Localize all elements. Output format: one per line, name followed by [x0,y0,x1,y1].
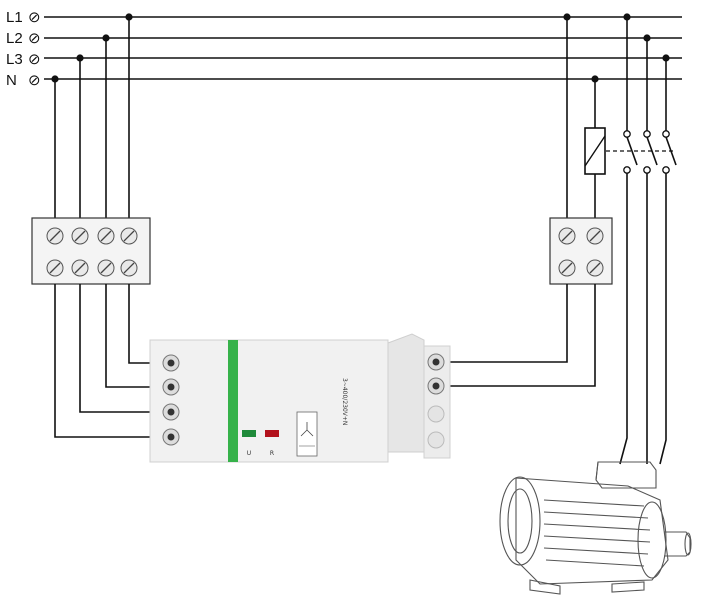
led-red [265,430,279,437]
line-label-n: N [6,72,17,89]
contact-terminal [643,166,651,174]
line-symbol-l1: ⊘ [28,9,41,26]
motor-feed-wires [619,173,667,465]
contact-terminal [662,130,670,138]
contact-terminal [662,166,670,174]
left-terminal-block [31,217,151,285]
screw-head [167,359,175,367]
led-red-label: R [270,450,274,457]
relay-rating-text: 3~400/230V+N [341,378,348,425]
control-drop-wires [566,17,596,220]
line-label-l3: L3 [6,51,23,68]
supply-labels: L1 ⊘ L2 ⊘ L3 ⊘ N ⊘ [6,9,41,89]
terminal-screw-unused [427,431,445,449]
relay-input-wire [79,284,152,413]
relay-output-wire [448,284,596,387]
terminal-screw-unused [427,405,445,423]
terminal-screw-row-top [46,227,138,245]
supply-busbars [44,16,682,80]
terminal-screw-row-bottom [46,259,138,277]
relay-accent-stripe [228,340,238,462]
relay-side-housing [387,333,425,453]
contactor-main-contacts [606,17,677,174]
phase-relay-module: U R 3~400/230V+N [149,333,451,463]
screw-head [167,408,175,416]
relay-input-wire [105,284,152,388]
motor-icon [499,461,692,595]
left-drop-wires [54,17,130,220]
led-green-label: U [247,450,251,457]
line-symbol-l2: ⊘ [28,30,41,47]
control-terminal-block [549,217,613,285]
screw-head [432,358,440,366]
line-symbol-l3: ⊘ [28,51,41,68]
screw-head [167,383,175,391]
screw-head [432,382,440,390]
line-label-l1: L1 [6,9,23,26]
relay-input-wires [54,284,152,438]
junction-dots [51,13,670,83]
relay-input-wire [128,284,152,364]
line-label-l2: L2 [6,30,23,47]
relay-output-wires [448,284,596,387]
relay-output-wire [448,284,568,363]
relay-input-terminals [162,354,180,446]
relay-housing [149,339,389,463]
contactor-coil [584,127,606,175]
line-symbol-n: ⊘ [28,72,41,89]
phase-symbol-icon [296,411,318,457]
contact-terminal [623,166,631,174]
screw-head [167,433,175,441]
led-green [242,430,256,437]
motor-feed-wire [659,173,667,465]
relay-output-terminals [427,353,445,449]
contact-terminal [643,130,651,138]
contact-terminal [623,130,631,138]
relay-input-wire [54,284,152,438]
contact-blade [626,136,638,166]
motor-feed-wire [619,173,628,465]
